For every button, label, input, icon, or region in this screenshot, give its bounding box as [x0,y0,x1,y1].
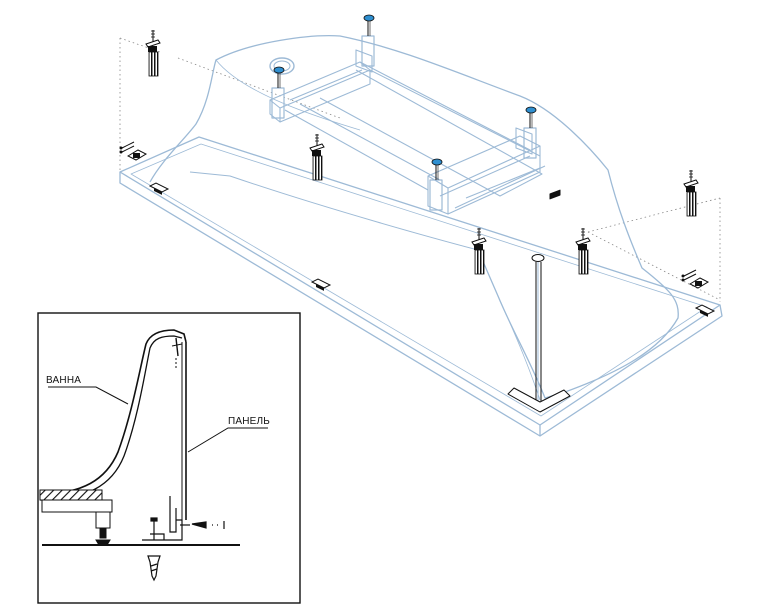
panel-label: ПАНЕЛЬ [228,416,270,427]
support-post [531,254,545,404]
guide-lines [119,37,721,302]
bath-leg-section [41,499,113,546]
panel-clip-1 [149,182,169,196]
corner-bracket [507,189,571,413]
corner-clip-1 [119,141,147,161]
corner-clip-2 [681,269,709,289]
inset-frame [37,312,301,604]
tub-body [149,35,679,401]
panel-clip-3 [695,304,715,318]
floor-clip-section [142,496,225,582]
support-frame [269,49,546,215]
label-leaders [48,386,268,453]
wall-hanger-4 [575,227,591,275]
wall-hanger-1 [145,29,161,77]
leg-screw-4 [429,158,443,211]
panel-section [171,337,187,520]
bath-bottom-slab [39,489,103,501]
wall-hanger-5 [683,169,699,217]
bath-label: ВАННА [46,375,81,386]
cross-section-inset: ВАННА ПАНЕЛЬ [37,312,301,604]
